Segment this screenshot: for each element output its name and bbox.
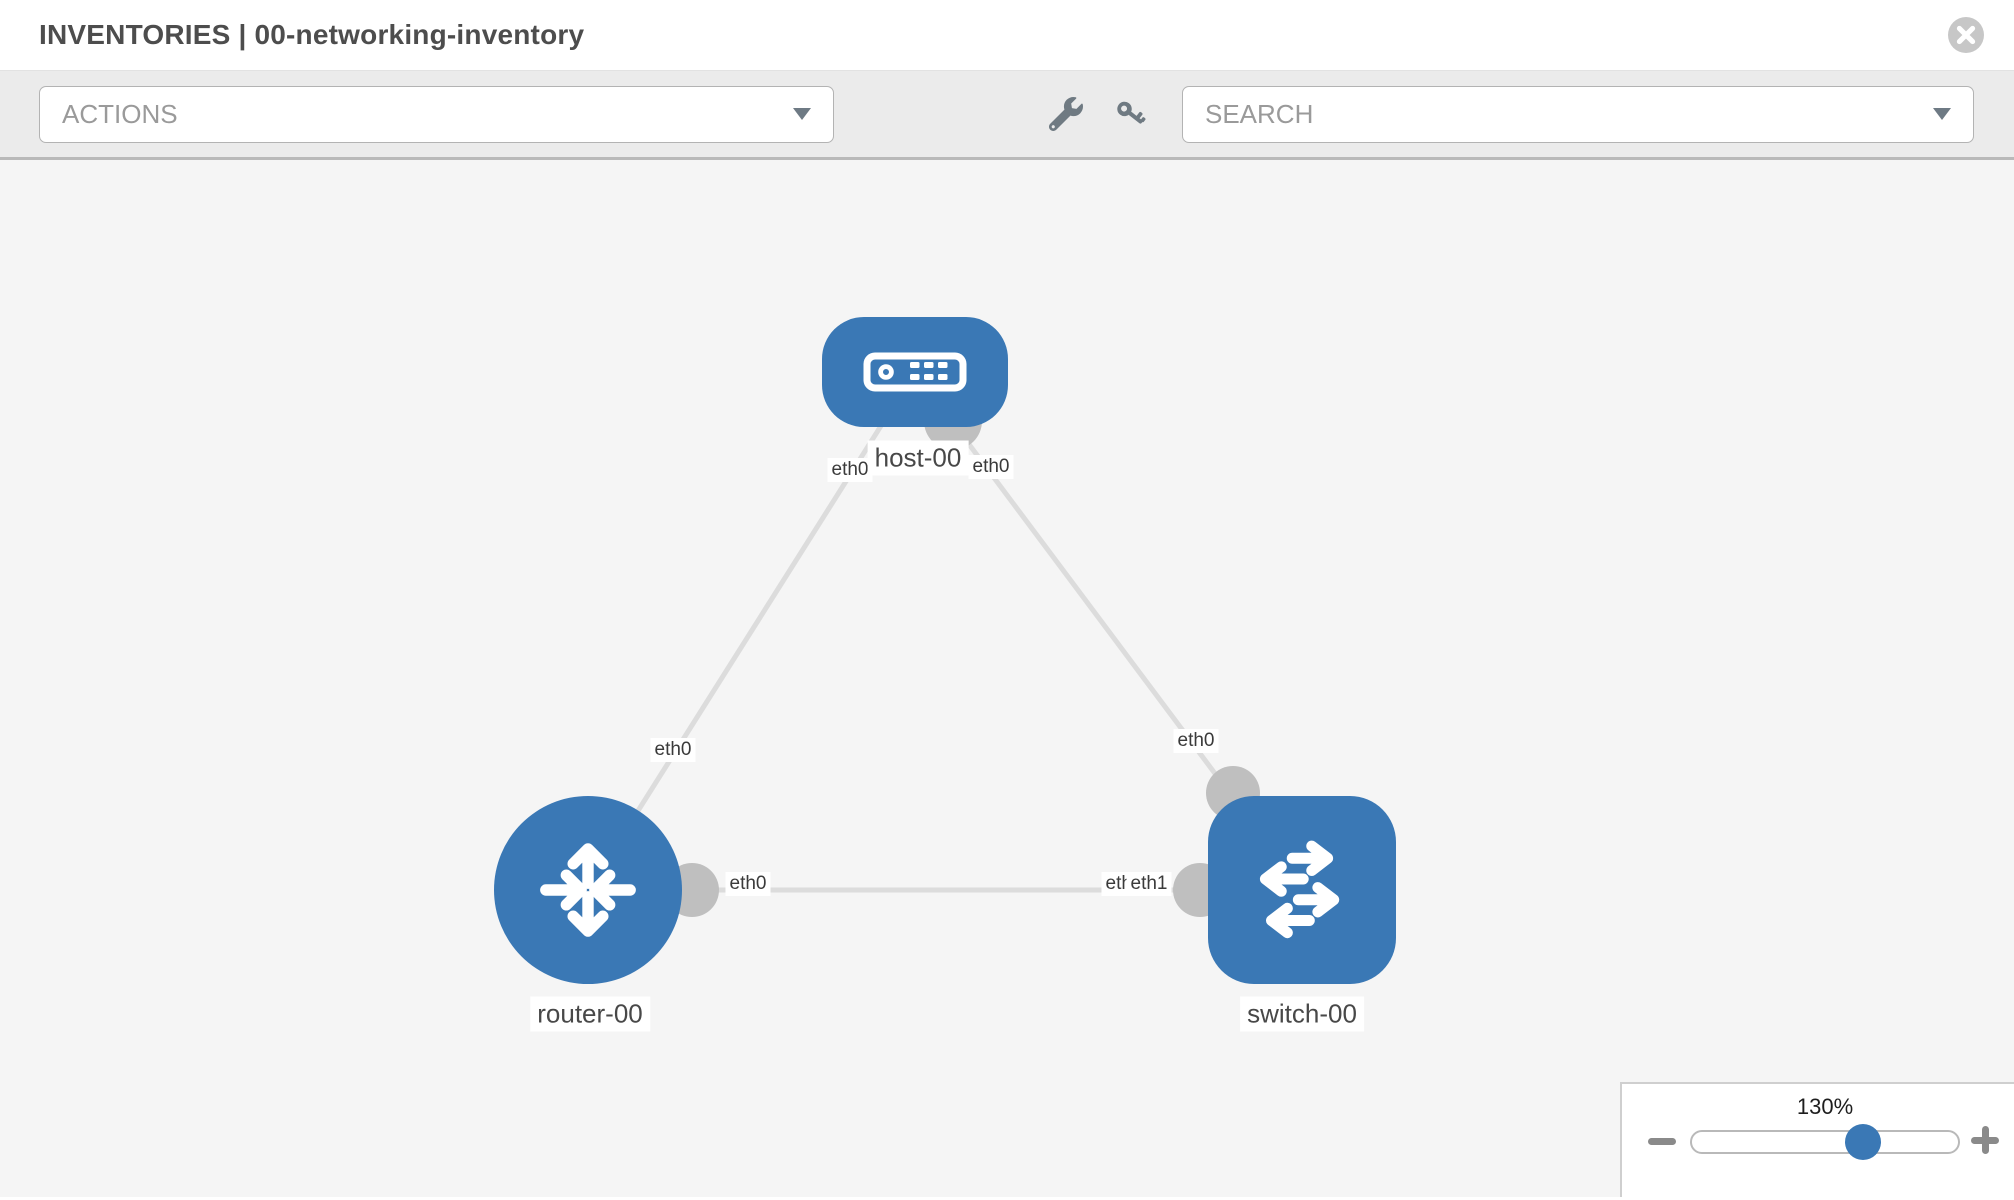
- zoom-control-panel: 130%: [1620, 1082, 2014, 1197]
- titlebar: INVENTORIES | 00-networking-inventory: [0, 0, 2014, 71]
- iface-label-router-link-eth0: eth0: [650, 738, 696, 762]
- iface-label-switch-link-eth0: eth0: [1173, 729, 1219, 753]
- actions-dropdown-label: ACTIONS: [62, 98, 178, 129]
- node-switch-00[interactable]: [1208, 796, 1396, 984]
- actions-dropdown[interactable]: ACTIONS: [39, 85, 834, 143]
- host-icon: [863, 352, 967, 392]
- iface-label-host-eth0-right: eth0: [968, 455, 1014, 479]
- chevron-down-icon: [1933, 108, 1951, 120]
- iface-label-host-eth0-left: eth0: [827, 458, 873, 482]
- search-dropdown-label: SEARCH: [1205, 98, 1314, 129]
- node-label-host-00[interactable]: host-00: [867, 440, 969, 476]
- zoom-slider-track[interactable]: [1690, 1130, 1960, 1154]
- zoom-level-value: 130%: [1796, 1094, 1854, 1119]
- router-icon: [540, 843, 636, 937]
- topology-canvas[interactable]: host-00 router-00 switch-00 eth0 eth0 et…: [0, 160, 2014, 1197]
- close-button[interactable]: [1948, 17, 1984, 53]
- toolbar: ACTIONS SEARCH: [0, 71, 2014, 160]
- node-router-00[interactable]: [494, 796, 682, 984]
- wrench-icon: [1048, 97, 1083, 132]
- zoom-in-button[interactable]: [1969, 1124, 2001, 1156]
- close-icon: [1948, 17, 1984, 53]
- zoom-out-button[interactable]: [1648, 1138, 1676, 1145]
- page-title: INVENTORIES | 00-networking-inventory: [39, 19, 585, 50]
- iface-label-router-port-eth0: eth0: [725, 872, 771, 896]
- key-icon: [1117, 101, 1146, 124]
- iface-label-switch-port-eth1: eth1: [1126, 872, 1172, 896]
- node-host-00[interactable]: [822, 317, 1008, 427]
- chevron-down-icon: [793, 108, 811, 120]
- zoom-slider-thumb[interactable]: [1845, 1124, 1881, 1160]
- search-dropdown[interactable]: SEARCH: [1182, 85, 1974, 143]
- credentials-button[interactable]: [1114, 97, 1148, 131]
- plus-icon: [1981, 1126, 1989, 1154]
- node-label-router-00[interactable]: router-00: [530, 996, 650, 1032]
- configure-button[interactable]: [1048, 97, 1083, 132]
- switch-icon: [1259, 840, 1340, 939]
- links-layer: [585, 370, 1305, 917]
- node-label-switch-00[interactable]: switch-00: [1240, 996, 1364, 1032]
